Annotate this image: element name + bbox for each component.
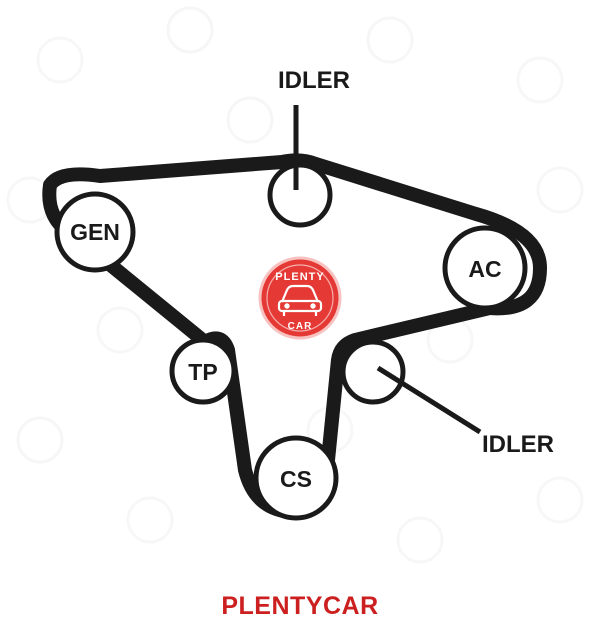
leader-line-idler-right bbox=[376, 365, 482, 435]
pulley-gen-label: GEN bbox=[70, 219, 120, 245]
pulley-idler-top bbox=[267, 162, 333, 228]
idler-top-callout: IDLER bbox=[278, 67, 350, 94]
brand-text: PLENTYCAR bbox=[221, 592, 379, 620]
pulley-gen: GEN bbox=[54, 191, 136, 273]
plentycar-logo: PLENTY CAR bbox=[258, 256, 342, 340]
pulley-idler-right bbox=[340, 339, 406, 405]
pulley-tp-label: TP bbox=[188, 359, 217, 385]
logo-text-top: PLENTY bbox=[275, 271, 324, 283]
belt bbox=[42, 153, 547, 520]
idler-right-callout: IDLER bbox=[482, 431, 554, 458]
logo-text-bottom: CAR bbox=[288, 321, 313, 332]
pulley-cs: CS bbox=[253, 435, 339, 521]
pulley-cs-label: CS bbox=[280, 466, 312, 492]
car-icon bbox=[277, 284, 323, 316]
pulley-ac: AC bbox=[442, 225, 528, 311]
pulley-tp: TP bbox=[169, 337, 237, 405]
pulley-ac-label: AC bbox=[468, 256, 501, 282]
